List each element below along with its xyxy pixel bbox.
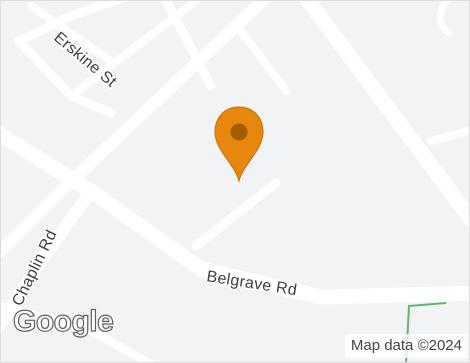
side-street-north [14,1,127,46]
minor-street-d [436,1,453,37]
minor-street-a [237,27,290,95]
side-street-east [161,1,216,91]
minor-street-e [427,126,469,145]
side-street-inner [27,2,115,65]
belgrave-road [1,126,469,305]
marker-center [230,123,248,141]
minor-street-b [191,178,281,251]
location-marker-icon[interactable] [212,105,266,183]
connector-road [1,1,272,257]
marker-body [214,106,264,183]
major-road-east [299,1,469,230]
map-attribution[interactable]: Map data ©2024 [344,334,468,358]
minor-street-c [1,302,155,362]
google-logo[interactable]: Google [12,305,114,338]
